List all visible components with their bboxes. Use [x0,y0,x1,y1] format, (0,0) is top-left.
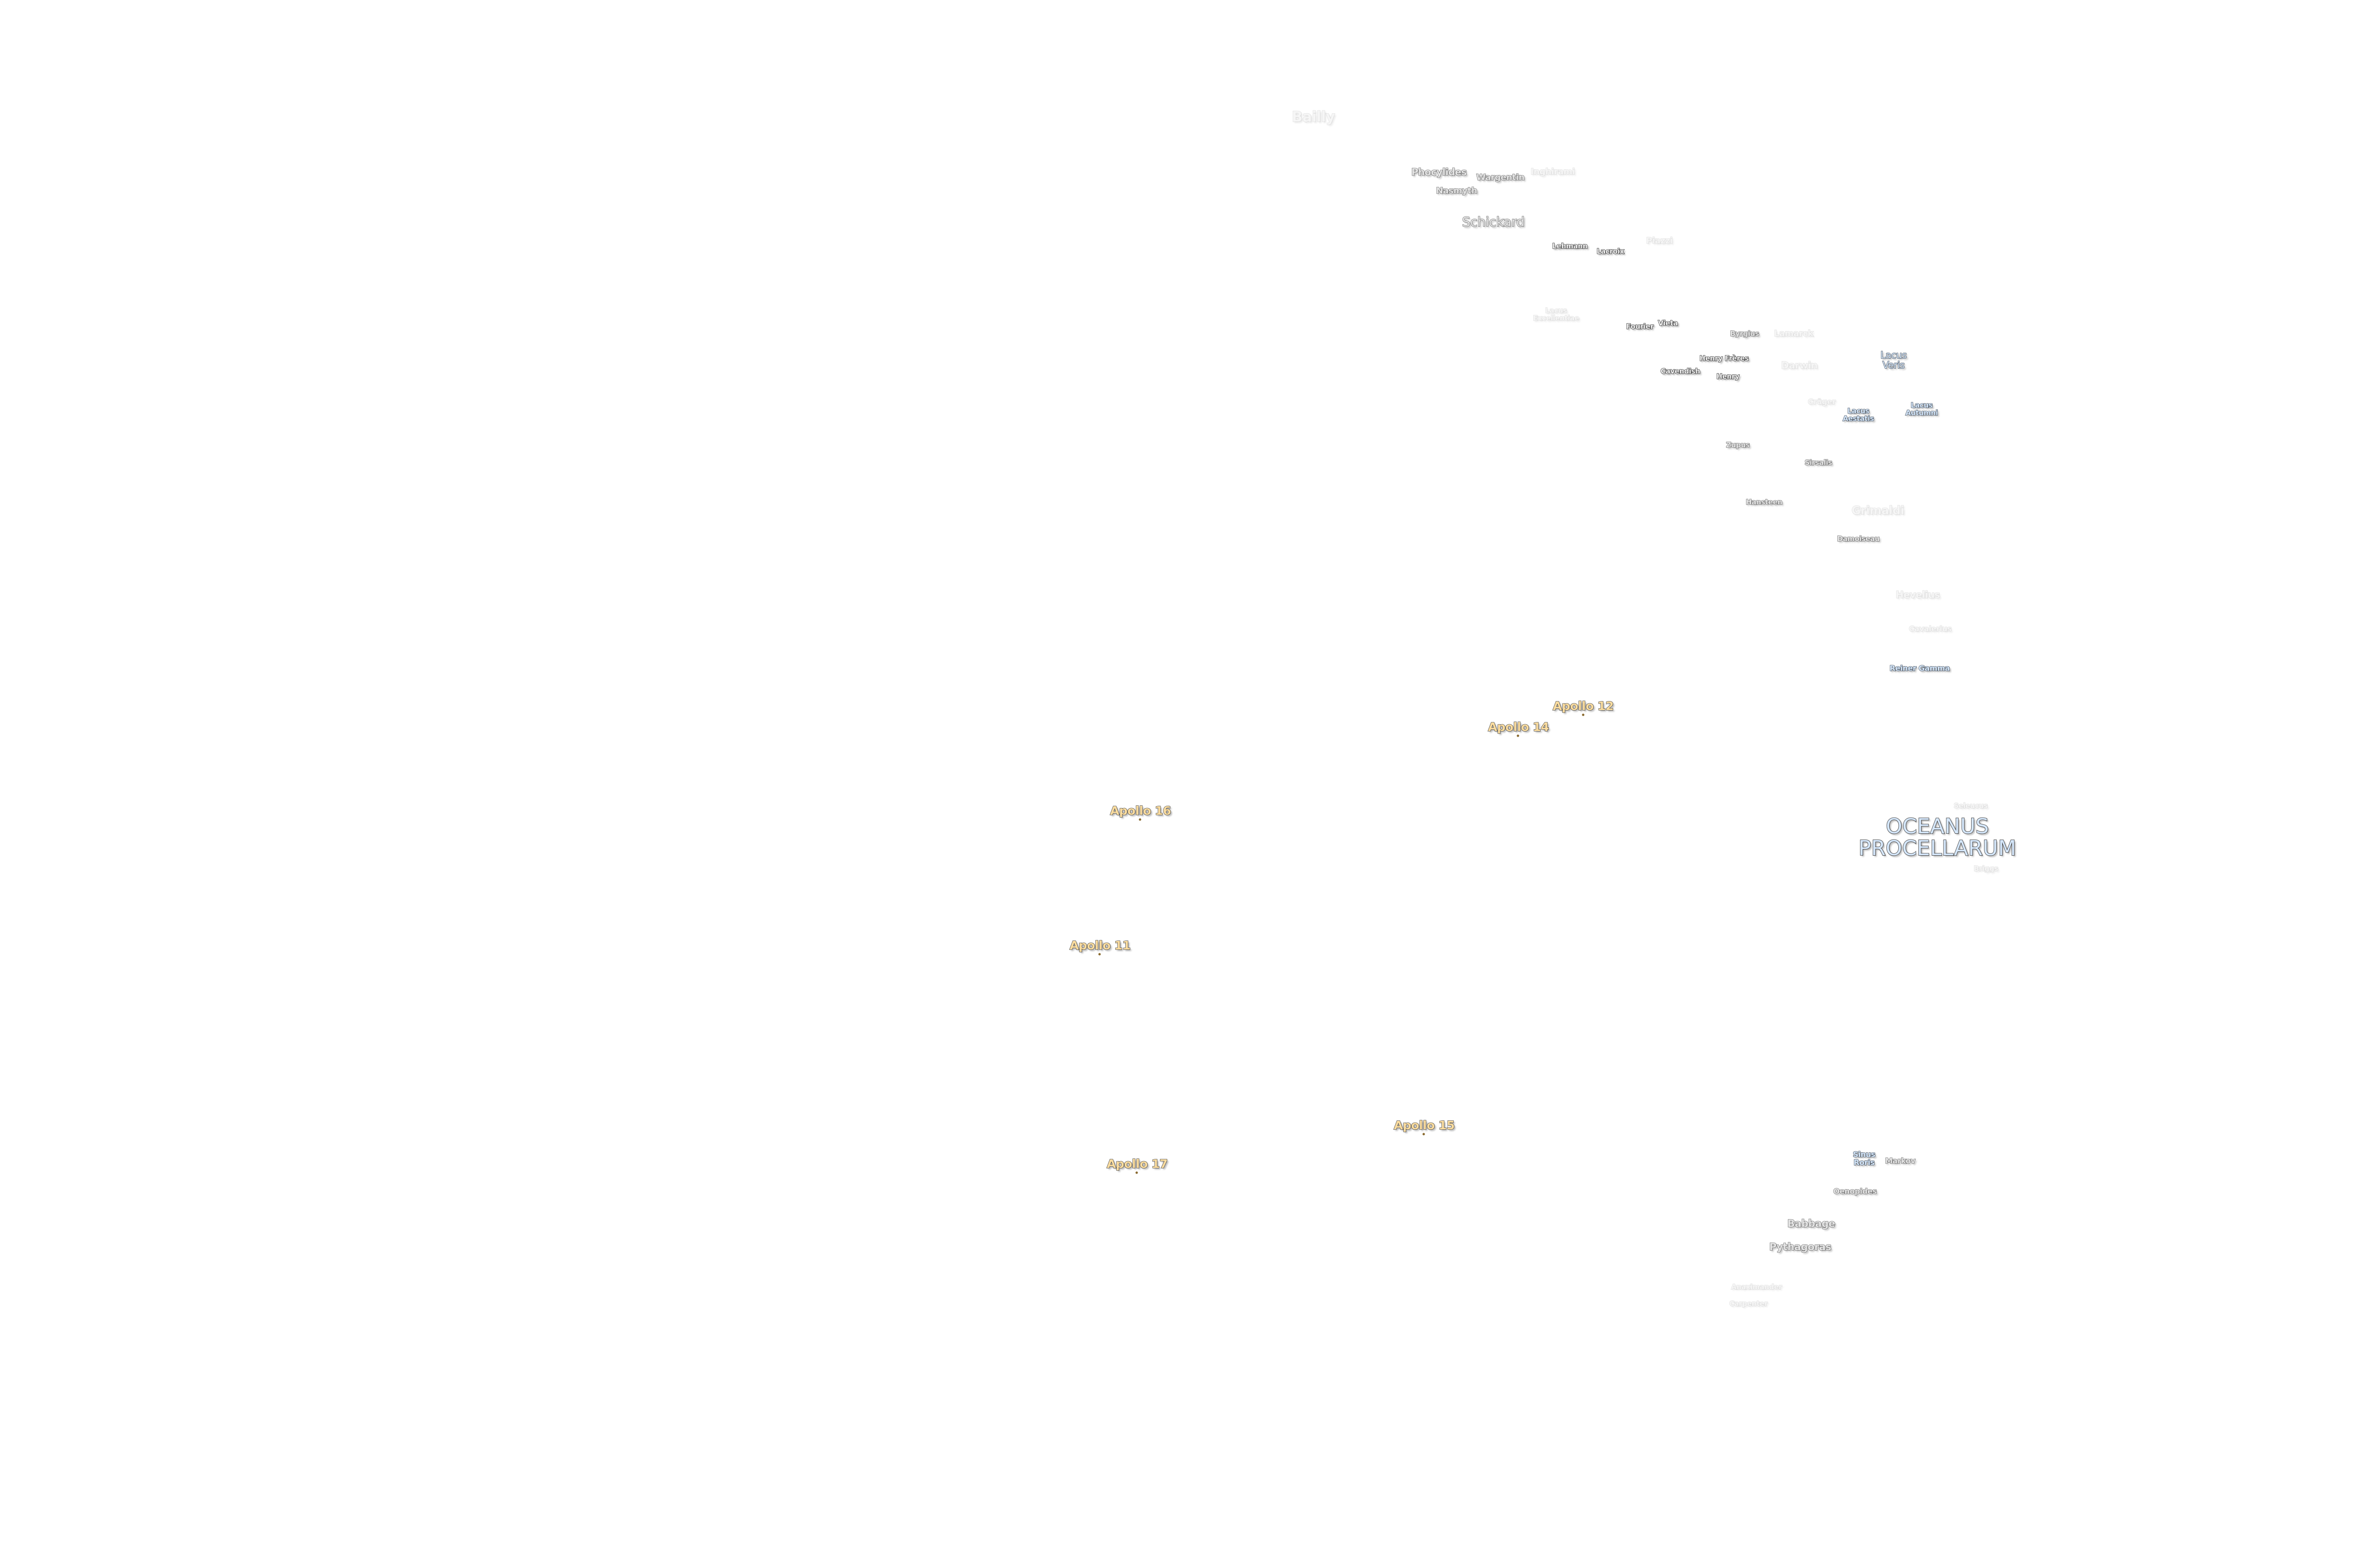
landing-site-apollo-12[interactable]: Apollo 12 [1552,699,1614,713]
landing-site-marker-icon [1517,734,1519,737]
crater-label-lacroix[interactable]: Lacroix [1596,247,1625,256]
crater-label-sirsalis[interactable]: Sirsalis [1804,458,1833,467]
landing-site-marker-icon [1098,953,1101,956]
crater-label-henry-freres[interactable]: Henry Frères [1699,354,1749,363]
landing-site-apollo-17[interactable]: Apollo 17 [1106,1156,1168,1171]
crater-label-lehmann[interactable]: Lehmann [1552,242,1588,251]
crater-label-henry[interactable]: Henry [1716,372,1740,381]
crater-label-cruger[interactable]: Crüger [1807,397,1836,406]
feature-label-reiner-gamma[interactable]: Reiner Gamma [1889,663,1951,673]
mare-label-oceanus-procellarum[interactable]: OCEANUS PROCELLARUM [1858,814,2016,860]
crater-label-briggs[interactable]: Briggs [1973,864,1999,873]
landing-site-apollo-11[interactable]: Apollo 11 [1069,938,1131,952]
bay-label-sinus-roris[interactable]: Sinus Roris [1853,1150,1876,1167]
lake-label-lacus-autumni[interactable]: Lacus Autumni [1905,401,1938,417]
landing-site-marker-icon [1135,1171,1138,1174]
crater-label-grimaldi[interactable]: Grimaldi [1851,504,1905,517]
landing-site-marker-icon [1582,713,1585,716]
crater-label-vieta[interactable]: Vieta [1657,319,1678,328]
landing-site-apollo-14[interactable]: Apollo 14 [1488,720,1549,734]
crater-label-schickard[interactable]: Schickard [1462,214,1525,230]
crater-label-wargentin[interactable]: Wargentin [1476,172,1525,183]
landing-site-marker-icon [1422,1133,1425,1136]
crater-label-fourier[interactable]: Fourier [1626,322,1654,331]
crater-label-cavalerius[interactable]: Cavalerius [1909,624,1952,633]
crater-label-carpenter[interactable]: Carpenter [1729,1299,1768,1308]
crater-label-darwin[interactable]: Darwin [1781,359,1818,371]
crater-label-seleucus[interactable]: Seleucus [1954,801,1988,811]
crater-label-lamarck[interactable]: Lamarck [1774,328,1814,339]
crater-label-phocylides[interactable]: Phocylides [1411,166,1467,178]
lake-label-lacus-aestatis[interactable]: Lacus Aestatis [1843,406,1874,423]
lake-label-lacus-excellentiae[interactable]: Lacus Excellentiae [1533,306,1580,322]
crater-label-oenopides[interactable]: Oenopides [1833,1186,1877,1196]
crater-label-anaximander[interactable]: Anaximander [1731,1283,1782,1292]
crater-label-hansteen[interactable]: Hansteen [1745,498,1783,507]
lake-label-lacus-veris[interactable]: Lacus Veris [1880,349,1907,371]
landing-site-apollo-16[interactable]: Apollo 16 [1110,803,1171,818]
crater-label-nasmyth[interactable]: Nasmyth [1436,186,1478,196]
landing-site-apollo-15[interactable]: Apollo 15 [1393,1118,1455,1132]
crater-label-piazzi[interactable]: Piazzi [1646,236,1673,246]
crater-label-babbage[interactable]: Babbage [1787,1217,1835,1229]
crater-label-markov[interactable]: Markov [1885,1156,1916,1166]
crater-label-bailly[interactable]: Bailly [1291,109,1335,126]
crater-label-damoiseau[interactable]: Damoiseau [1837,534,1880,544]
crater-label-hevelius[interactable]: Hevelius [1895,589,1941,601]
crater-label-inghirami[interactable]: Inghirami [1530,167,1576,177]
crater-label-zupus[interactable]: Zupus [1726,441,1750,450]
crater-label-pythagoras[interactable]: Pythagoras [1769,1241,1832,1253]
crater-label-byrgius[interactable]: Byrgius [1730,329,1760,338]
landing-site-marker-icon [1139,818,1141,821]
crater-label-cavendish[interactable]: Cavendish [1660,367,1701,376]
